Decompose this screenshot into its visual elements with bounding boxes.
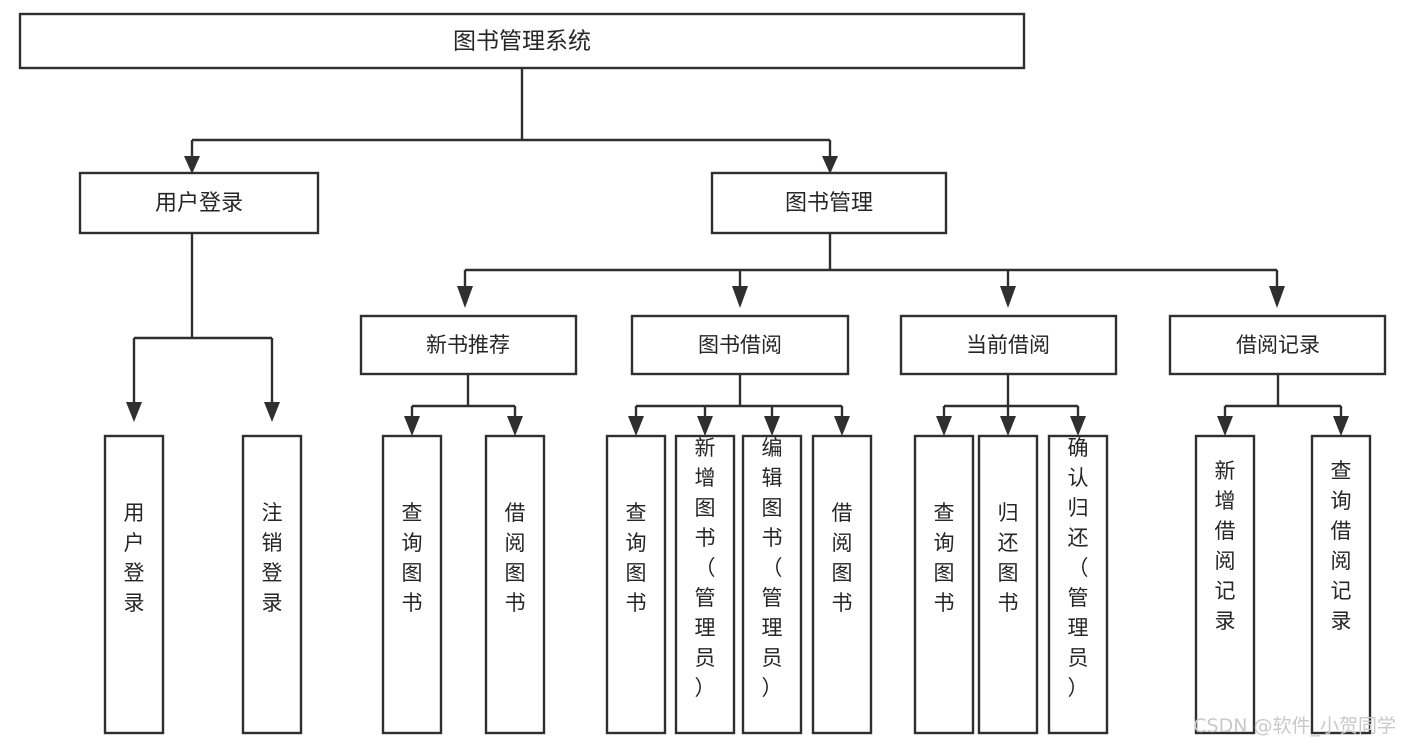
- leaf-borrow-record-0-box[interactable]: [1194, 434, 1256, 735]
- leaf-book-borrow-2-box[interactable]: [741, 434, 803, 735]
- node-current-borrow-label: 当前借阅: [966, 333, 1050, 357]
- leaf-current-borrow-2-label: 确认归还（管理员）: [1068, 436, 1089, 700]
- leaf-book-borrow-3[interactable]: 借阅图书: [811, 434, 873, 735]
- arrow-bookmgmt-c3-icon: [1000, 286, 1016, 308]
- node-book-management-label: 图书管理: [785, 191, 873, 216]
- node-book-borrow-box[interactable]: [630, 314, 850, 376]
- leaf-book-borrow-3-box[interactable]: [811, 434, 873, 735]
- leaf-book-borrow-0-label: 查询图书: [626, 501, 647, 615]
- node-current-borrow[interactable]: 当前借阅: [899, 314, 1118, 376]
- node-user-login-box[interactable]: [78, 171, 320, 235]
- leaf-current-borrow-2-box[interactable]: [1047, 434, 1109, 735]
- leaf-user-login-0[interactable]: 用户登录: [103, 434, 165, 735]
- leaf-new-book-0-box[interactable]: [381, 434, 443, 735]
- leaf-current-borrow-1[interactable]: 归还图书: [977, 434, 1039, 735]
- arrow-current-l2-icon: [1000, 416, 1016, 436]
- node-book-borrow-label: 图书借阅: [698, 333, 782, 357]
- node-book-management-box[interactable]: [710, 171, 948, 235]
- arrow-root-to-bookmgmt-icon: [822, 156, 838, 174]
- node-borrow-record-box[interactable]: [1168, 314, 1387, 376]
- watermark-label: CSDN @软件_小贺同学: [1193, 715, 1396, 737]
- leaf-user-login-0-label: 用户登录: [124, 501, 145, 615]
- arrow-bookmgmt-c1-icon: [457, 286, 473, 308]
- node-root-label: 图书管理系统: [453, 29, 591, 55]
- leaf-borrow-record-0-label: 新增借阅记录: [1215, 459, 1236, 633]
- leaf-user-login-1[interactable]: 注销登录: [241, 434, 303, 735]
- leaf-book-borrow-2-label: 编辑图书（管理员）: [762, 436, 783, 700]
- arrow-newbook-l2-icon: [507, 416, 523, 436]
- arrow-borrow-l2-icon: [697, 416, 713, 436]
- node-borrow-record[interactable]: 借阅记录: [1168, 314, 1387, 376]
- leaf-new-book-1-box[interactable]: [484, 434, 546, 735]
- node-new-book-recommend[interactable]: 新书推荐: [359, 314, 578, 376]
- leaf-new-book-0[interactable]: 查询图书: [381, 434, 443, 735]
- arrow-borrow-l1-icon: [628, 416, 644, 436]
- leaf-borrow-record-1-box[interactable]: [1310, 434, 1372, 735]
- leaf-new-book-0-label: 查询图书: [402, 501, 423, 615]
- node-root-box[interactable]: [18, 12, 1026, 70]
- leaf-borrow-record-0[interactable]: 新增借阅记录: [1194, 434, 1256, 735]
- arrow-current-l1-icon: [936, 416, 952, 436]
- node-book-borrow[interactable]: 图书借阅: [630, 314, 850, 376]
- leaf-borrow-record-1-label: 查询借阅记录: [1331, 459, 1352, 633]
- node-user-login[interactable]: 用户登录: [78, 171, 320, 235]
- arrow-current-l3-icon: [1070, 416, 1086, 436]
- leaf-new-book-1[interactable]: 借阅图书: [484, 434, 546, 735]
- leaf-book-borrow-1[interactable]: 新增图书（管理员）: [674, 434, 736, 735]
- leaf-book-borrow-1-label: 新增图书（管理员）: [695, 436, 716, 700]
- arrow-newbook-l1-icon: [404, 416, 420, 436]
- leaf-current-borrow-2[interactable]: 确认归还（管理员）: [1047, 434, 1109, 735]
- arrow-user-right-icon: [264, 402, 280, 422]
- arrow-bookmgmt-c4-icon: [1269, 286, 1285, 308]
- leaf-new-book-1-label: 借阅图书: [505, 501, 526, 615]
- arrow-borrow-l4-icon: [834, 416, 850, 436]
- arrow-record-l2-icon: [1333, 416, 1349, 436]
- leaf-user-login-1-label: 注销登录: [262, 501, 283, 615]
- arrow-record-l1-icon: [1217, 416, 1233, 436]
- node-new-book-recommend-label: 新书推荐: [426, 333, 510, 357]
- leaf-book-borrow-1-box[interactable]: [674, 434, 736, 735]
- leaf-borrow-record-1[interactable]: 查询借阅记录: [1310, 434, 1372, 735]
- leaf-book-borrow-2[interactable]: 编辑图书（管理员）: [741, 434, 803, 735]
- leaf-book-borrow-0[interactable]: 查询图书: [605, 434, 667, 735]
- node-current-borrow-box[interactable]: [899, 314, 1118, 376]
- arrow-root-to-user-icon: [184, 156, 200, 174]
- node-user-login-label: 用户登录: [155, 191, 243, 216]
- leaf-current-borrow-0-label: 查询图书: [934, 501, 955, 615]
- leaf-user-login-1-box[interactable]: [241, 434, 303, 735]
- node-new-book-recommend-box[interactable]: [359, 314, 578, 376]
- arrow-borrow-l3-icon: [764, 416, 780, 436]
- leaf-current-borrow-1-label: 归还图书: [998, 501, 1019, 615]
- connector-layer: [126, 68, 1349, 436]
- leaf-current-borrow-1-box[interactable]: [977, 434, 1039, 735]
- node-book-management[interactable]: 图书管理: [710, 171, 948, 235]
- leaf-current-borrow-0[interactable]: 查询图书: [913, 434, 975, 735]
- arrow-bookmgmt-c2-icon: [732, 286, 748, 308]
- leaf-user-login-0-box[interactable]: [103, 434, 165, 735]
- node-root[interactable]: 图书管理系统: [18, 12, 1026, 70]
- leaf-current-borrow-0-box[interactable]: [913, 434, 975, 735]
- leaf-book-borrow-0-box[interactable]: [605, 434, 667, 735]
- arrow-user-left-icon: [126, 402, 142, 422]
- leaf-book-borrow-3-label: 借阅图书: [832, 501, 853, 615]
- node-borrow-record-label: 借阅记录: [1236, 333, 1320, 357]
